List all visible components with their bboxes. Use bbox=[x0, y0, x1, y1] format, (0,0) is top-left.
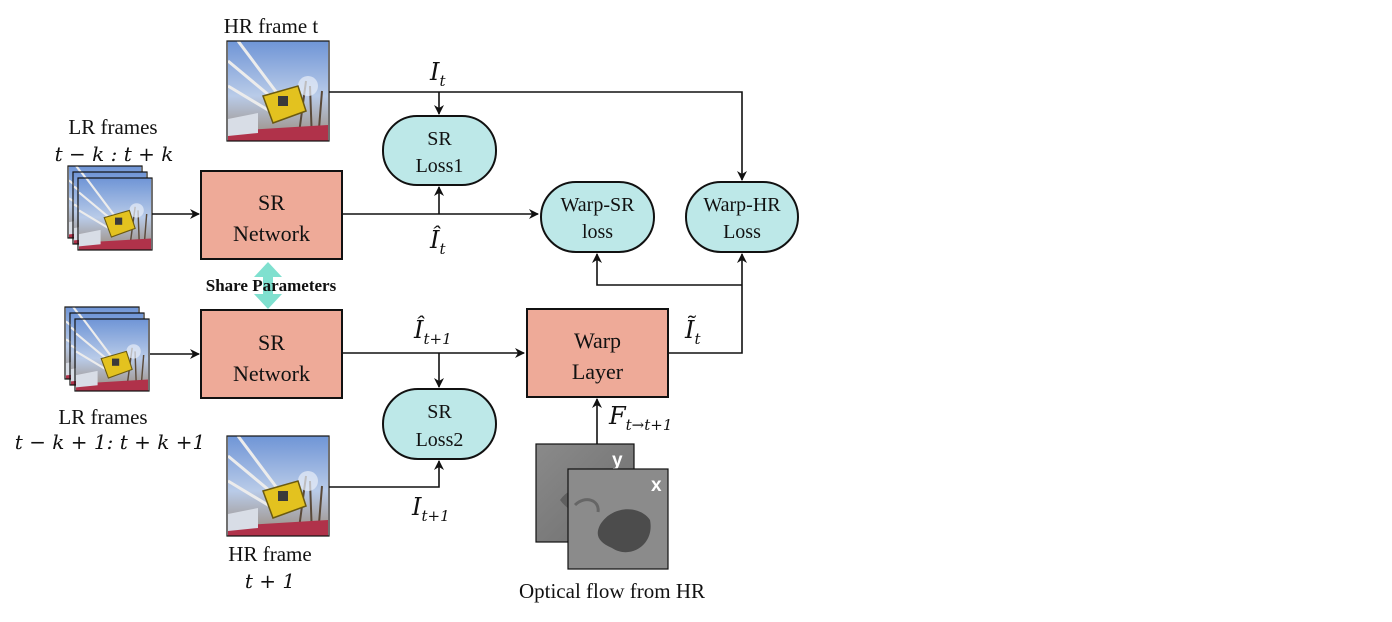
symbol-i-t1: It+1 bbox=[411, 493, 450, 525]
symbol-flow: Ft→t+1 bbox=[608, 402, 672, 434]
lr-frames-top-stack bbox=[67, 165, 153, 251]
svg-text:Warp-SR: Warp-SR bbox=[561, 194, 636, 216]
flow-y-label: y bbox=[612, 450, 623, 471]
edge-hr-t1-to-loss2 bbox=[329, 460, 444, 488]
edge-warp-to-warp-hr bbox=[668, 253, 747, 354]
flow-x-label: x bbox=[651, 475, 662, 496]
sr-network-bottom: SR Network bbox=[200, 309, 343, 399]
svg-text:SR: SR bbox=[258, 190, 285, 215]
svg-text:Warp-HR: Warp-HR bbox=[703, 194, 781, 216]
svg-text:SR: SR bbox=[258, 330, 285, 355]
svg-text:Layer: Layer bbox=[572, 359, 624, 384]
label-lr-frames-bottom-line2: t − k + 1: t + k +1 bbox=[15, 430, 205, 454]
sr-loss1: SR Loss1 bbox=[382, 115, 497, 186]
lr-frames-bottom-stack bbox=[64, 306, 150, 392]
sr-loss2: SR Loss2 bbox=[382, 388, 497, 460]
symbol-i-t: It bbox=[429, 58, 446, 90]
connections bbox=[150, 91, 747, 488]
edge-hr-t-to-warp-hr bbox=[329, 91, 747, 181]
svg-text:Warp: Warp bbox=[574, 328, 621, 353]
symbol-i-hat-t1: Ît+1 bbox=[413, 315, 452, 348]
label-optical-flow: Optical flow from HR bbox=[519, 579, 705, 603]
sr-network-top: SR Network bbox=[200, 170, 343, 260]
symbol-i-tilde-t: Ĩt bbox=[684, 315, 701, 348]
optical-flow-x-map: x bbox=[567, 468, 669, 570]
warp-layer: Warp Layer bbox=[526, 308, 669, 398]
label-lr-frames-top-line2: t − k : t + k bbox=[55, 142, 174, 166]
svg-text:SR: SR bbox=[427, 128, 452, 150]
edge-warp-to-warp-sr bbox=[592, 253, 742, 286]
label-share-parameters: Share Parameters bbox=[206, 276, 337, 295]
label-hr-frame-t: HR frame t bbox=[224, 14, 319, 38]
svg-text:Loss: Loss bbox=[723, 221, 761, 243]
svg-text:loss: loss bbox=[582, 221, 613, 243]
warp-hr-loss: Warp-HR Loss bbox=[685, 181, 799, 253]
label-lr-frames-bottom-line1: LR frames bbox=[58, 405, 147, 429]
svg-text:Network: Network bbox=[233, 221, 310, 246]
label-hr-frame-t1-line1: HR frame bbox=[228, 542, 311, 566]
svg-text:Network: Network bbox=[233, 361, 310, 386]
hr-frame-t-image bbox=[226, 40, 330, 142]
symbol-i-hat-t: Ît bbox=[429, 225, 446, 258]
label-lr-frames-top-line1: LR frames bbox=[68, 115, 157, 139]
label-hr-frame-t1-line2: t + 1 bbox=[245, 569, 295, 593]
svg-text:Loss2: Loss2 bbox=[416, 429, 464, 451]
share-parameters-arrow bbox=[254, 262, 282, 309]
hr-frame-t1-image bbox=[226, 435, 330, 537]
svg-text:SR: SR bbox=[427, 401, 452, 423]
svg-text:Loss1: Loss1 bbox=[416, 155, 464, 177]
warp-sr-loss: Warp-SR loss bbox=[540, 181, 655, 253]
